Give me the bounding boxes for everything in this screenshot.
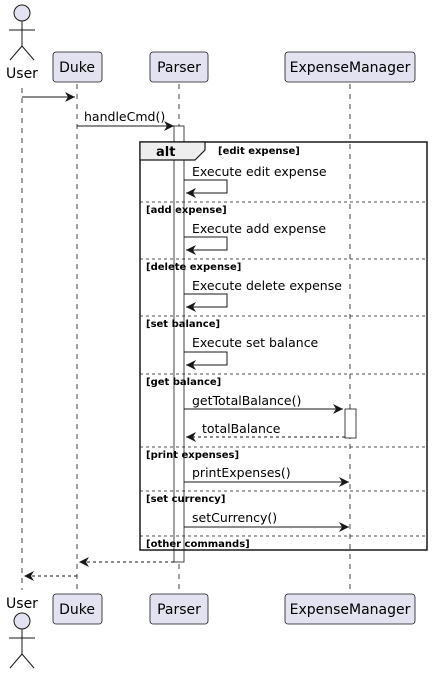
- participant-user-top-label: User: [6, 66, 38, 82]
- message-get-total-balance-label: getTotalBalance(): [192, 393, 301, 408]
- guard-add-expense: [add expense]: [146, 205, 227, 216]
- actor-head: [13, 612, 31, 630]
- activation-parser: [173, 125, 185, 563]
- participant-parser-top-label: Parser: [157, 60, 201, 76]
- message-execute-set-balance-label: Execute set balance: [192, 335, 319, 350]
- participant-duke-top-label: Duke: [59, 60, 95, 76]
- participant-parser-bottom: [149, 593, 209, 625]
- participant-parser-top: [149, 51, 209, 83]
- participant-expense-manager-bottom-label: ExpenseManager: [290, 602, 411, 618]
- participant-duke-bottom: [52, 593, 103, 625]
- participant-expense-manager-bottom: [284, 593, 416, 625]
- actor-user-top: [9, 4, 35, 61]
- message-handle-cmd-label: handleCmd(): [84, 109, 165, 124]
- actor-head: [13, 4, 31, 22]
- message-print-expenses-label: printExpenses(): [192, 465, 291, 480]
- guard-get-balance: [get balance]: [146, 377, 221, 388]
- participant-user-bottom-label: User: [6, 596, 38, 612]
- guard-other-commands: [other commands]: [146, 539, 250, 550]
- participant-parser-bottom-label: Parser: [157, 602, 201, 618]
- alt-fragment: alt [edit expense] Execute edit expense …: [139, 141, 428, 551]
- actor-user-bottom: [9, 612, 35, 669]
- message-execute-add-label: Execute add expense: [192, 221, 326, 236]
- guard-set-currency: [set currency]: [146, 494, 225, 505]
- participant-duke-bottom-label: Duke: [59, 602, 95, 618]
- message-total-balance-return-label: totalBalance: [202, 421, 281, 436]
- participant-expense-manager-top: [284, 51, 416, 83]
- message-execute-edit-label: Execute edit expense: [192, 164, 327, 179]
- alt-operator-tab: [139, 141, 206, 161]
- message-execute-delete-label: Execute delete expense: [192, 278, 342, 293]
- alt-frame: [139, 141, 428, 551]
- message-execute-delete-arrow: [184, 293, 228, 312]
- guard-delete-expense: [delete expense]: [146, 262, 241, 273]
- message-execute-set-balance-arrow: [184, 351, 228, 370]
- activation-expense-manager: [344, 408, 357, 439]
- alt-operator-label: alt: [156, 145, 175, 160]
- message-execute-edit-arrow: [184, 179, 228, 198]
- guard-edit-expense: [edit expense]: [218, 146, 300, 157]
- guard-set-balance: [set balance]: [146, 319, 220, 330]
- participant-expense-manager-top-label: ExpenseManager: [290, 60, 411, 76]
- message-set-currency-label: setCurrency(): [192, 510, 277, 525]
- message-execute-add-arrow: [184, 236, 228, 255]
- guard-print-expenses: [print expenses]: [146, 450, 239, 461]
- participant-duke-top: [52, 51, 103, 83]
